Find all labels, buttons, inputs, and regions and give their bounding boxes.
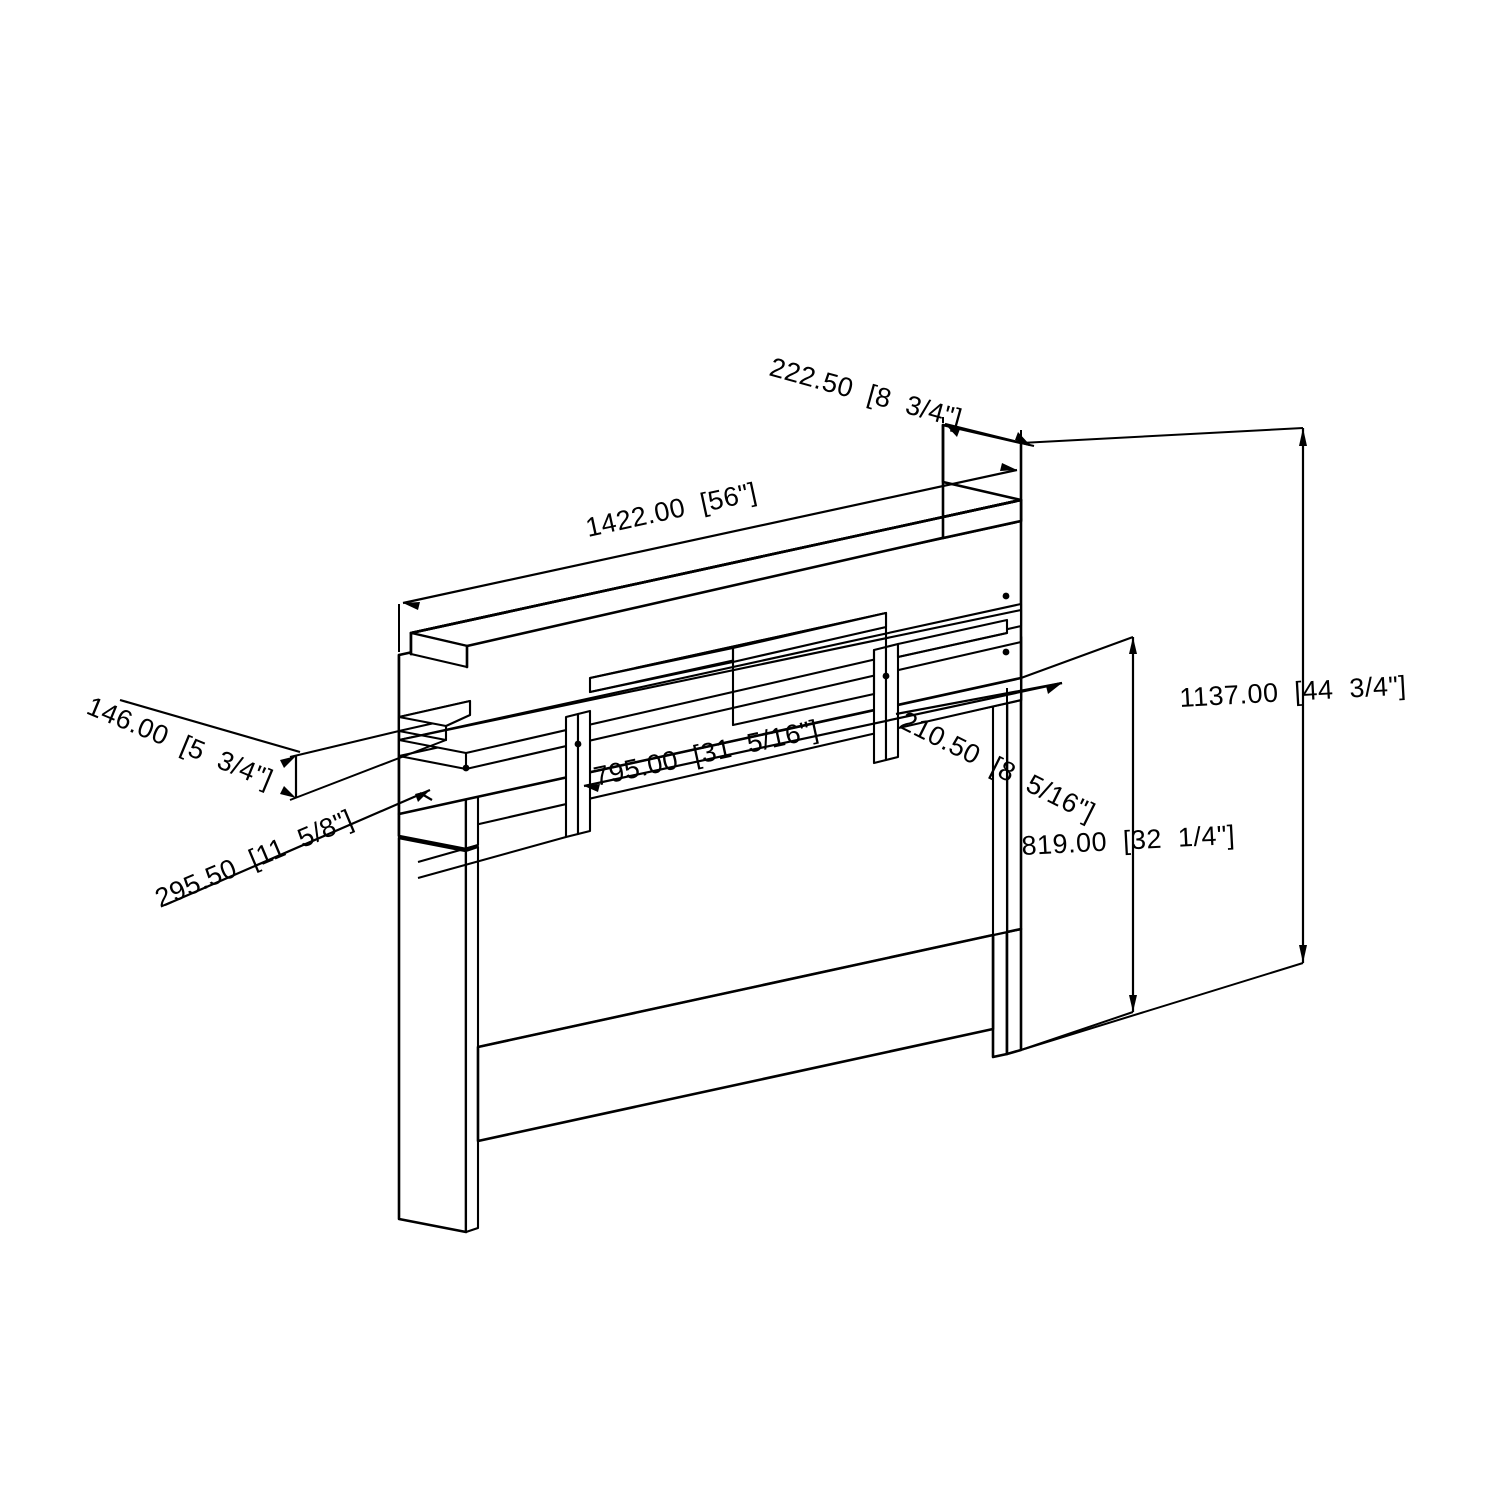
divider-right: [872, 642, 900, 765]
rear-top-edges: [409, 631, 469, 669]
small-left-shelf: [397, 699, 472, 742]
center-upper-shelf: [588, 611, 888, 694]
right-leg: [991, 927, 1023, 1059]
right-bay-shelf: [896, 618, 1009, 659]
joint-marks: [462, 592, 1010, 772]
dimension-label-left-opening-width: 295.50 [11 5/8"]: [151, 804, 358, 914]
dimension-small-shelf-depth: 146.00 [5 3/4"]: [83, 691, 447, 801]
left-leg: [397, 836, 480, 1234]
divider-left: [564, 709, 592, 839]
dimension-label-overall-depth: 222.50 [8 3/4"]: [766, 352, 965, 434]
furniture-geometry: [397, 423, 1023, 1234]
dimension-label-overall-height: 1137.00 [44 3/4"]: [1179, 670, 1408, 713]
dimension-overall-height: 1137.00 [44 3/4"]: [1020, 427, 1408, 1051]
center-shelf-underside: [731, 625, 888, 727]
dimension-label-overall-width: 1422.00 [56"]: [583, 477, 760, 543]
back-panel: [476, 933, 995, 1143]
dimension-label-leg-height: 819.00 [32 1/4"]: [1021, 820, 1236, 861]
hutch-mid-shelf: [397, 602, 1023, 771]
dimension-label-small-shelf-depth: 146.00 [5 3/4"]: [83, 691, 278, 795]
dimension-overall-depth: 222.50 [8 3/4"]: [766, 352, 1035, 447]
